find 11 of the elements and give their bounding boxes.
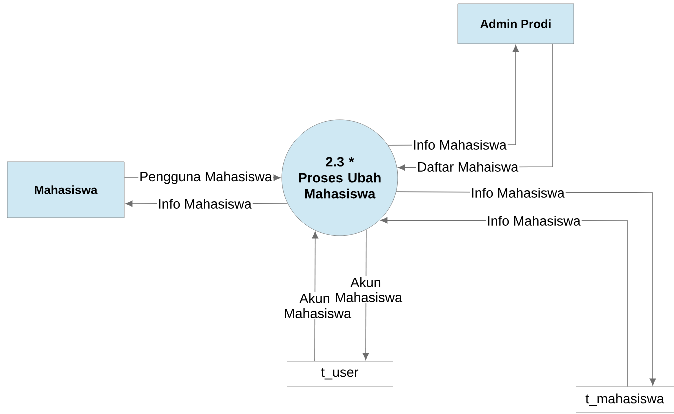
data-store: t_mahasiswa — [576, 386, 674, 414]
edge-label: Info Mahasiswa — [157, 198, 253, 210]
entity-box: Mahasiswa — [7, 162, 125, 218]
edge-label: Pengguna Mahasiswa — [138, 170, 274, 186]
edge-label: Akun Mahasiswa — [334, 276, 403, 304]
data-store: t_user — [286, 361, 394, 387]
edge-label: Info Mahasiswa — [486, 215, 582, 227]
edge-label: Info Mahasiswa — [412, 139, 508, 151]
edge-label: Info Mahasiswa — [470, 187, 566, 199]
entity-box: Admin Prodi — [458, 4, 574, 44]
edge-label: Daftar Mahaiswa — [416, 161, 520, 173]
